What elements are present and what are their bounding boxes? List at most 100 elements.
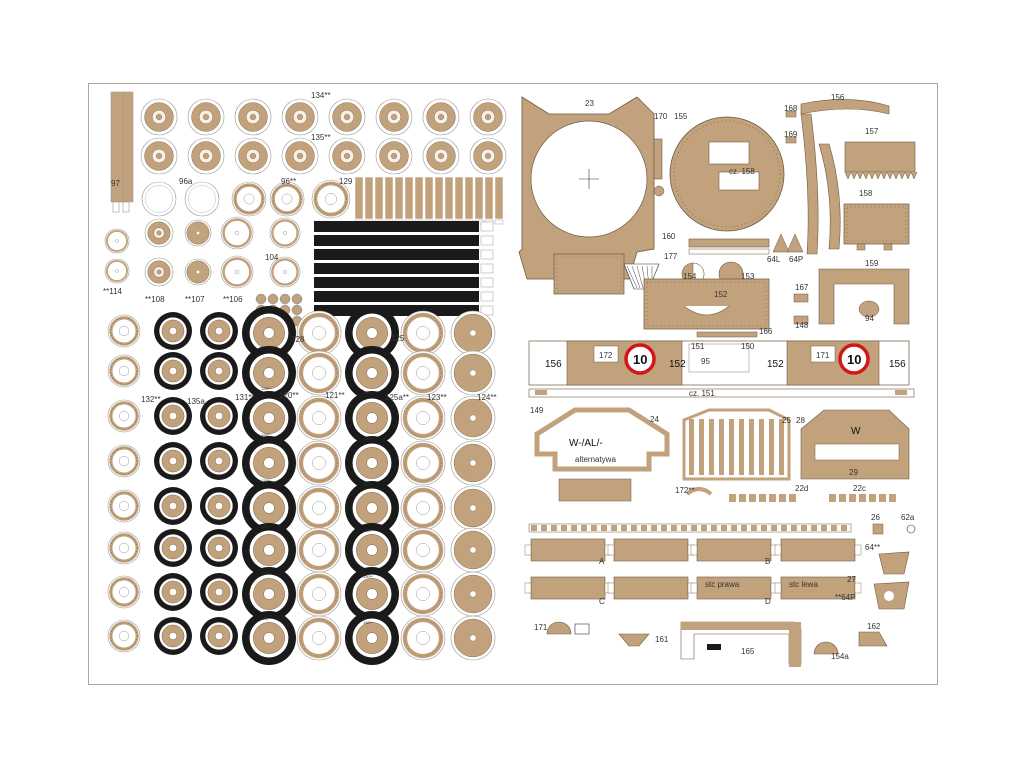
part-104 bbox=[269, 256, 301, 288]
part-25-rib bbox=[749, 419, 754, 475]
part-156-side2 bbox=[818, 143, 841, 250]
part-114 bbox=[104, 258, 130, 284]
ring-rivets bbox=[404, 354, 442, 392]
part-154a bbox=[813, 641, 839, 655]
hull-parts-area bbox=[518, 96, 918, 667]
part-label-b: B bbox=[765, 557, 770, 566]
part-106 bbox=[220, 216, 254, 250]
part-label-p134: 134** bbox=[311, 91, 331, 100]
wheel-axle bbox=[390, 152, 398, 160]
strip-129 bbox=[364, 176, 374, 220]
part-130 bbox=[345, 306, 399, 360]
part-120 bbox=[242, 306, 296, 360]
part-label-p64Pb: **64P bbox=[835, 593, 855, 602]
part-label-p162: 162 bbox=[867, 622, 881, 631]
strap-125-tab bbox=[480, 235, 494, 246]
part-165-top bbox=[681, 622, 801, 630]
tire-axle bbox=[214, 456, 224, 466]
part-131 bbox=[200, 487, 238, 525]
strip-129 bbox=[474, 176, 484, 220]
wheel-outline bbox=[400, 485, 446, 531]
ring-rivets bbox=[110, 357, 138, 385]
tire-axle bbox=[214, 587, 224, 597]
part-135a bbox=[154, 573, 192, 611]
part-label-stcp: stc prawa bbox=[705, 580, 740, 589]
part-25-rib bbox=[699, 419, 704, 475]
part-135a bbox=[154, 312, 192, 350]
track-link-c1 bbox=[524, 576, 612, 600]
part-label-w: W bbox=[851, 426, 861, 437]
part-64 bbox=[878, 551, 910, 575]
ring-rivets bbox=[404, 531, 442, 569]
wheel-outline bbox=[400, 571, 446, 617]
road-wheel-top bbox=[187, 98, 225, 136]
part-label-p121: 121** bbox=[325, 391, 345, 400]
track-link-b2-body bbox=[780, 538, 856, 562]
strap-125-tab bbox=[480, 249, 494, 260]
part-120 bbox=[242, 481, 296, 535]
part-121 bbox=[296, 485, 342, 531]
part-label-d: D bbox=[765, 597, 771, 606]
part-label-p128: 128 bbox=[291, 335, 305, 344]
tire-axle bbox=[263, 502, 275, 514]
part-label-p155: 155 bbox=[674, 112, 688, 121]
part-22d bbox=[789, 494, 796, 502]
part-132 bbox=[107, 444, 141, 478]
track-rail-seg bbox=[841, 525, 847, 531]
wheel-outline bbox=[104, 258, 130, 284]
part-64L bbox=[772, 233, 790, 253]
strap-125-tab bbox=[480, 305, 494, 316]
part-158-rivets bbox=[846, 206, 907, 242]
ring-center bbox=[115, 269, 119, 273]
strip-129 bbox=[434, 176, 444, 220]
ring-center bbox=[312, 501, 326, 515]
tire-axle bbox=[263, 588, 275, 600]
part-label-s156: 156 bbox=[889, 359, 906, 370]
part-107 bbox=[184, 258, 212, 286]
part-135a bbox=[154, 617, 192, 655]
part-label-p27: 27 bbox=[847, 575, 856, 584]
part-label-126: 126** bbox=[261, 570, 271, 575]
part-152-cut bbox=[683, 305, 730, 316]
ring-rivets bbox=[315, 183, 347, 215]
wheel-axle bbox=[202, 152, 210, 160]
road-wheel-top bbox=[375, 137, 413, 175]
part-124 bbox=[450, 440, 496, 486]
part-62a bbox=[906, 524, 916, 534]
part-24-base bbox=[558, 478, 632, 502]
wheel-axle bbox=[156, 269, 162, 275]
part-23-lower-body bbox=[553, 253, 625, 295]
ring-rivets bbox=[110, 534, 138, 562]
part-label-wal: W-/AL/- bbox=[569, 438, 603, 449]
part-130 bbox=[345, 567, 399, 621]
part-132 bbox=[107, 575, 141, 609]
part-160 bbox=[688, 238, 770, 248]
part-131 bbox=[200, 442, 238, 480]
part-170 bbox=[653, 138, 663, 180]
part-132 bbox=[107, 619, 141, 653]
part-159 bbox=[818, 268, 910, 325]
part-131 bbox=[200, 573, 238, 611]
part-120 bbox=[242, 611, 296, 665]
wheel-axle bbox=[296, 113, 304, 121]
wheel-outline bbox=[400, 440, 446, 486]
tire-axle bbox=[263, 327, 275, 339]
part-label-p120: 120** bbox=[279, 391, 299, 400]
wheel-axle bbox=[296, 298, 298, 300]
part-132 bbox=[107, 489, 141, 523]
part-124 bbox=[450, 485, 496, 531]
part-25-rib bbox=[779, 419, 784, 475]
part-label-s151: 151 bbox=[691, 342, 705, 351]
track-rail-seg bbox=[641, 525, 647, 531]
part-25-rib bbox=[759, 419, 764, 475]
part-121 bbox=[296, 615, 342, 661]
track-rail-seg bbox=[731, 525, 737, 531]
wheel-axle bbox=[343, 113, 351, 121]
ring-rivets bbox=[110, 447, 138, 475]
ring-center bbox=[325, 193, 337, 205]
ring-rivets bbox=[404, 444, 442, 482]
tire-axle bbox=[168, 587, 178, 597]
tire-axle bbox=[214, 366, 224, 376]
wheel-axle bbox=[343, 152, 351, 160]
part-120 bbox=[242, 346, 296, 400]
